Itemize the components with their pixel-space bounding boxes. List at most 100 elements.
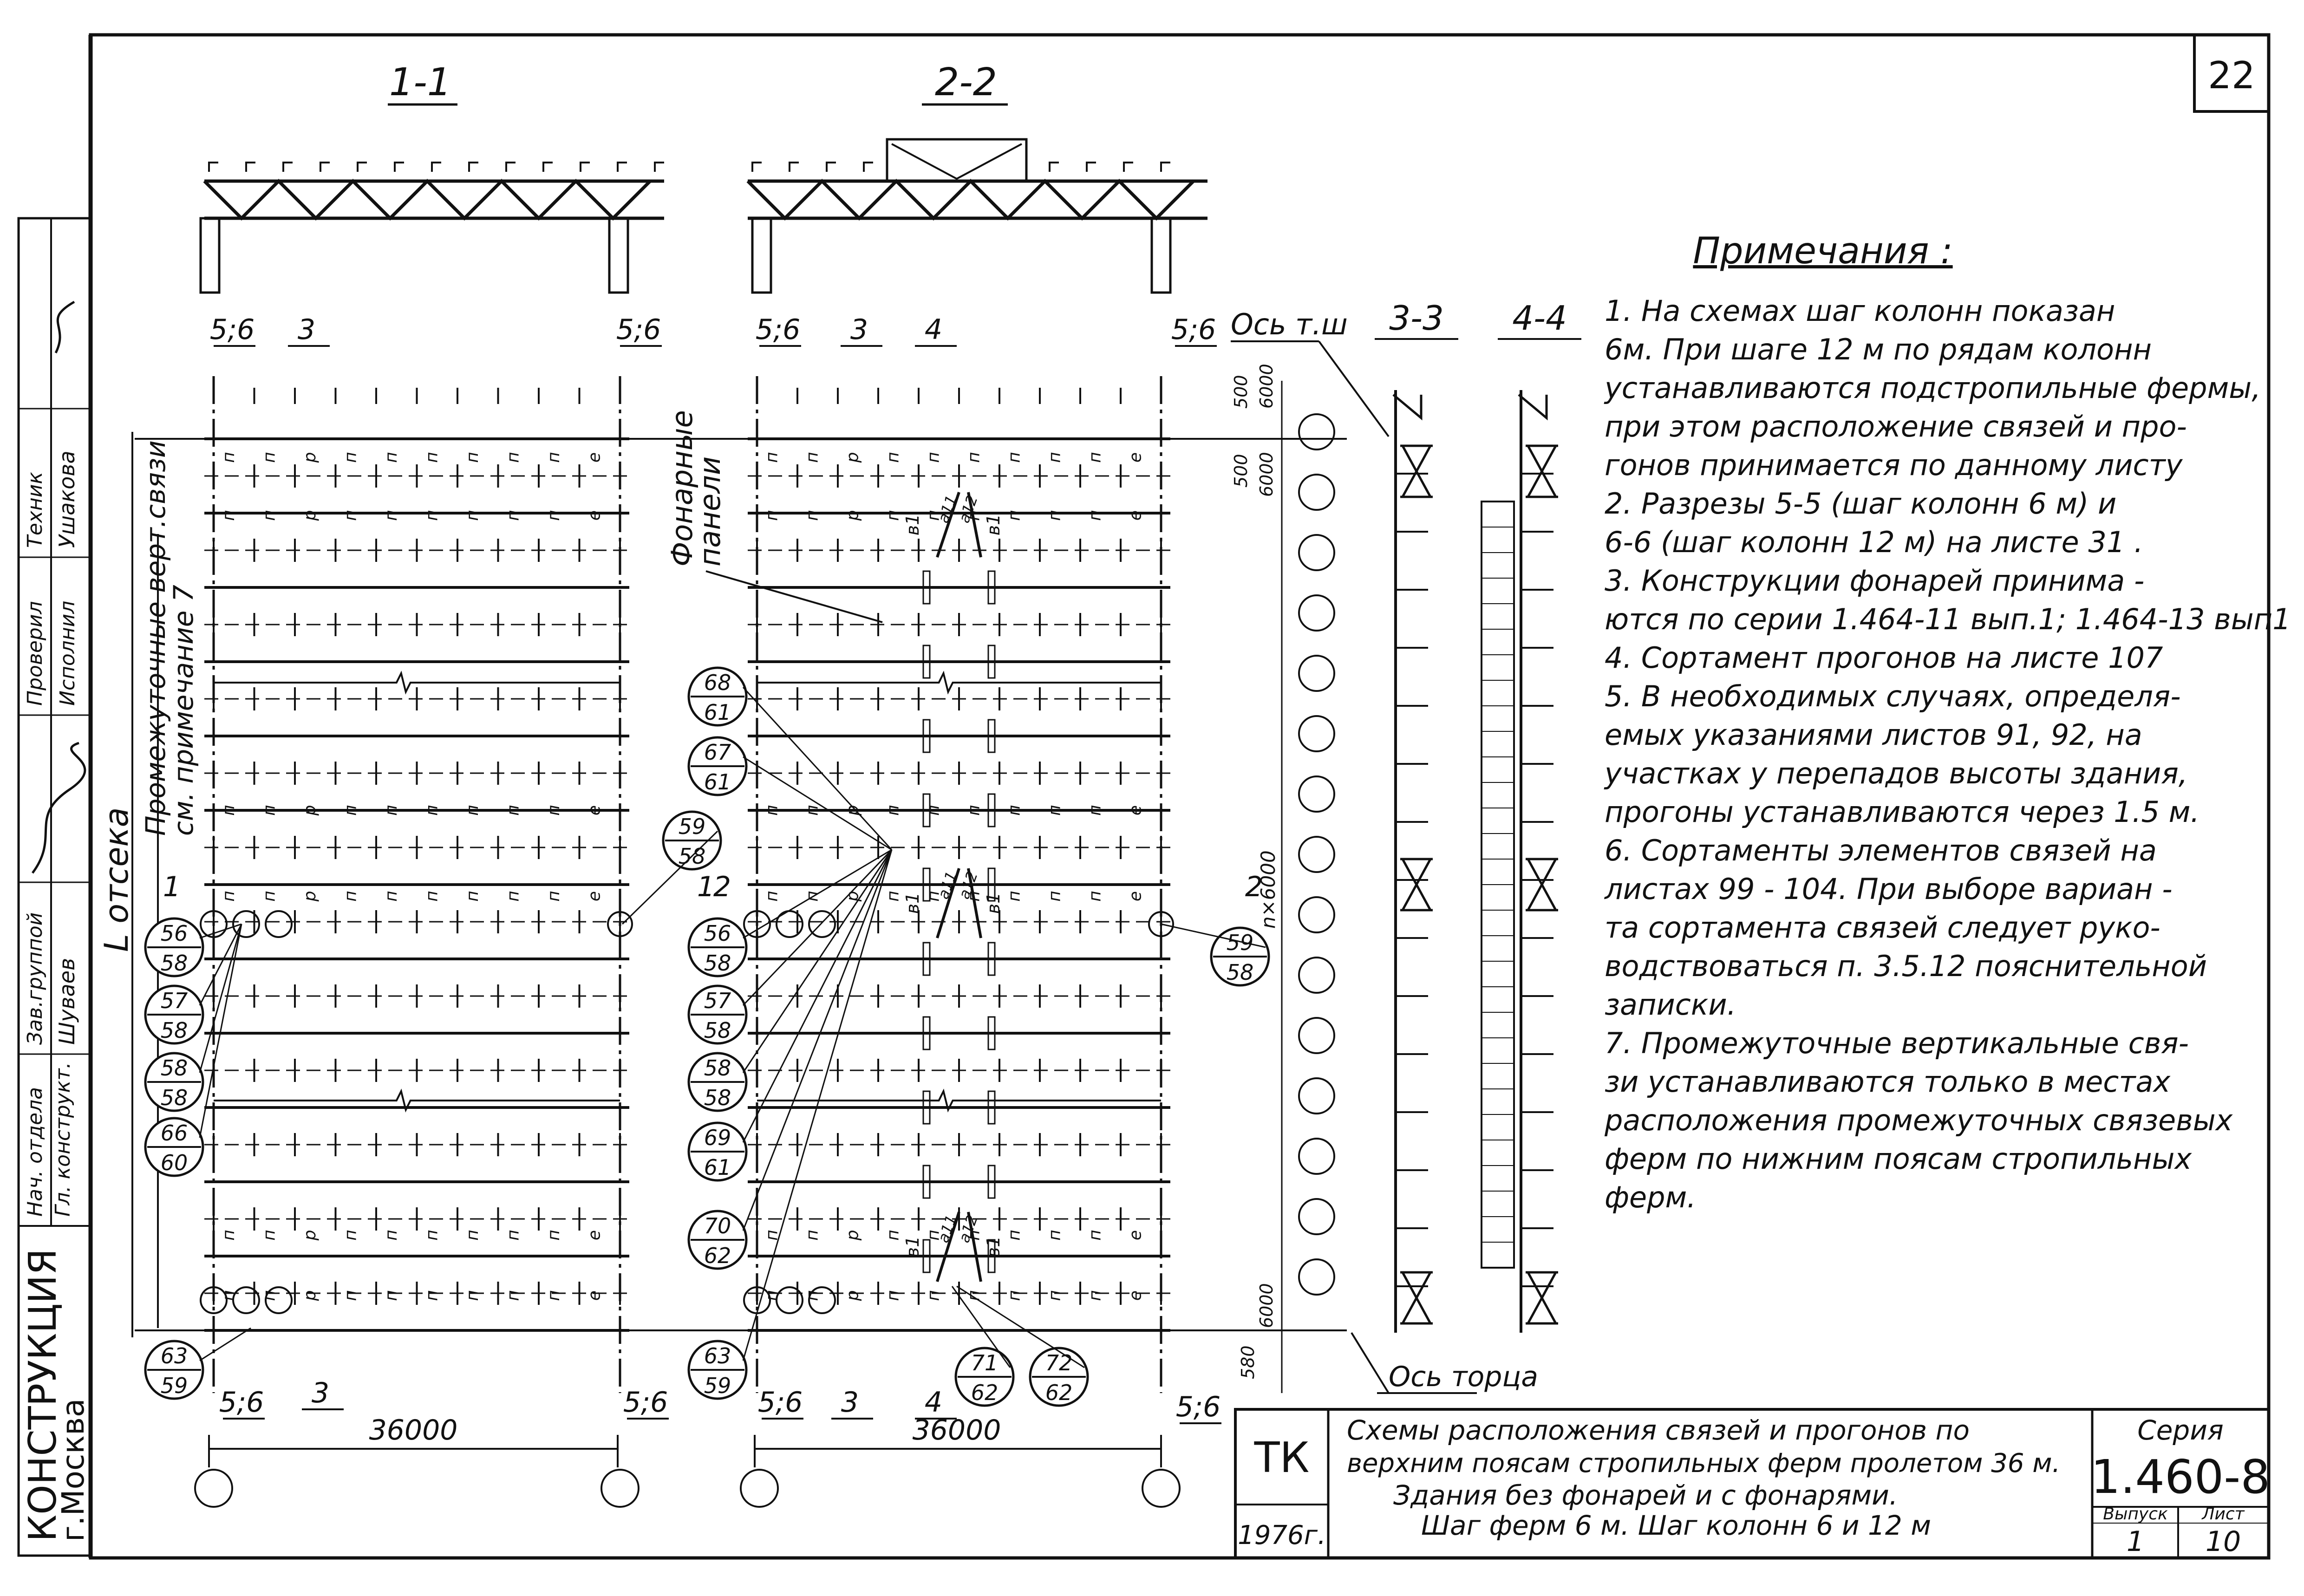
element-letter: е (1126, 891, 1145, 901)
series-label: Серия (2137, 1414, 2224, 1446)
intermediate-bracing-label: Промежуточные верт.связи (140, 440, 171, 836)
element-letter: п (1005, 805, 1024, 816)
element-letter: е (585, 805, 604, 815)
cut-mark-label: 5;6 (758, 1386, 803, 1419)
element-letter: п (924, 891, 943, 902)
notes-block: Примечания : 1. На схемах шаг колонн пок… (1605, 232, 2291, 1217)
callout-bottom: 62 (1045, 1380, 1073, 1405)
callout-top: 70 (704, 1213, 731, 1238)
sheet-label: Лист (2201, 1505, 2245, 1524)
title-desc-line: верхним поясам стропильных ферм пролетом… (1347, 1448, 2060, 1479)
stamp-role-5: Техник (23, 472, 47, 548)
cut-mark-label: 5;6 (1171, 313, 1216, 346)
callout-bottom: 59 (161, 1373, 188, 1398)
stamp-name-5: Ушакова (54, 450, 79, 548)
cut-mark-label: 1 (697, 871, 715, 903)
element-letter: п (1005, 891, 1024, 902)
note-line: 6м. При шаге 12 м по рядам колонн (1605, 332, 2152, 366)
element-letter: п (1086, 805, 1105, 816)
element-letter: п (884, 452, 903, 463)
dim-text: 6000 (1256, 364, 1277, 409)
title-desc-line: Схемы расположения связей и прогонов по (1347, 1414, 1970, 1446)
callout-top: 56 (161, 921, 188, 946)
element-letter: п (260, 452, 279, 463)
element-letter: е (1126, 1230, 1145, 1240)
element-letter: а11 (934, 493, 960, 525)
element-letter: п (422, 510, 441, 521)
truss-section-1-1 (199, 162, 664, 294)
element-letter: р (300, 510, 320, 521)
note-line: 5. В необходимых случаях, определя- (1605, 679, 2181, 713)
element-letter: е (585, 510, 604, 521)
axis-circle (1298, 1017, 1335, 1054)
element-letter: п (803, 805, 822, 816)
element-letter: р (300, 1290, 320, 1302)
element-letter: п (884, 805, 903, 816)
span-left: 36000 (369, 1414, 458, 1446)
element-letter: е (1126, 805, 1145, 815)
callout-bottom: 59 (704, 1373, 731, 1398)
cut-mark-label: 2 (713, 871, 731, 903)
cut-mark-label: 5;6 (210, 313, 255, 346)
element-letter: п (463, 891, 482, 902)
stamp-role-1: Гл. конструкт. (51, 1062, 75, 1217)
cut-mark-label: 5;6 (623, 1386, 668, 1419)
element-letter: п (544, 891, 563, 902)
reference-lines (131, 432, 1347, 1337)
sheet-value: 10 (2206, 1525, 2241, 1558)
element-letter: п (463, 510, 482, 521)
element-letter: п (884, 510, 903, 521)
element-letter: п (1086, 452, 1105, 463)
callout-bottom: 58 (704, 1018, 731, 1043)
cut-mark-label: 4 (925, 313, 942, 346)
element-letter: а11 (934, 869, 960, 901)
note-line: ферм по нижним поясам стропильных (1605, 1142, 2192, 1176)
callout-top: 72 (1045, 1350, 1073, 1375)
element-letter: а11 (934, 1212, 960, 1245)
element-letter: р (843, 1290, 862, 1302)
side-stamp: КОНСТРУКЦИЯ г.Москва Нач. отдела Гл. кон… (21, 300, 91, 1542)
element-letter: п (763, 1230, 782, 1241)
note-line: 6. Сортаменты элементов связей на (1605, 834, 2157, 867)
element-letter: п (219, 805, 238, 816)
dim-text: 580 (1238, 1345, 1258, 1379)
element-letter: п (503, 805, 522, 816)
callout-bottom: 58 (1227, 960, 1254, 985)
axis-circle (1298, 836, 1335, 873)
dim-text: 500 (1231, 454, 1251, 488)
note-line: расположения промежуточных связевых (1605, 1103, 2233, 1137)
stamp-role-2: Зав.группой (23, 912, 47, 1045)
element-letter: в1 (902, 514, 923, 536)
callout-top: 68 (704, 670, 731, 695)
element-letter: п (219, 891, 238, 902)
element-letter: п (260, 1290, 279, 1301)
element-letter: п (1086, 1290, 1105, 1301)
callout-bottom: 58 (161, 1085, 188, 1110)
note-line: ются по серии 1.464-11 вып.1; 1.464-13 в… (1605, 602, 2291, 636)
element-letter: п (382, 1290, 401, 1301)
sheet-frame (17, 33, 2271, 1560)
title-block (1234, 1408, 2270, 1559)
note-line: устанавливаются подстропильные фермы, (1605, 371, 2261, 405)
element-letter: п (341, 510, 360, 521)
stamp-name-2: Шуваев (54, 958, 79, 1045)
element-letter: п (463, 805, 482, 816)
cut-mark-label: 3 (841, 1386, 859, 1419)
callout-top: 69 (704, 1125, 731, 1150)
section-label: 4-4 (1512, 299, 1567, 338)
element-letter: п (544, 1290, 563, 1301)
note-line: 3. Конструкции фонарей принима - (1605, 564, 2145, 598)
element-letter: п (1045, 1290, 1064, 1301)
callout-bottom: 61 (704, 700, 731, 725)
section-label: 1-1 (389, 60, 451, 104)
section-label: 2-2 (935, 60, 997, 104)
element-letter: п (503, 1290, 522, 1301)
